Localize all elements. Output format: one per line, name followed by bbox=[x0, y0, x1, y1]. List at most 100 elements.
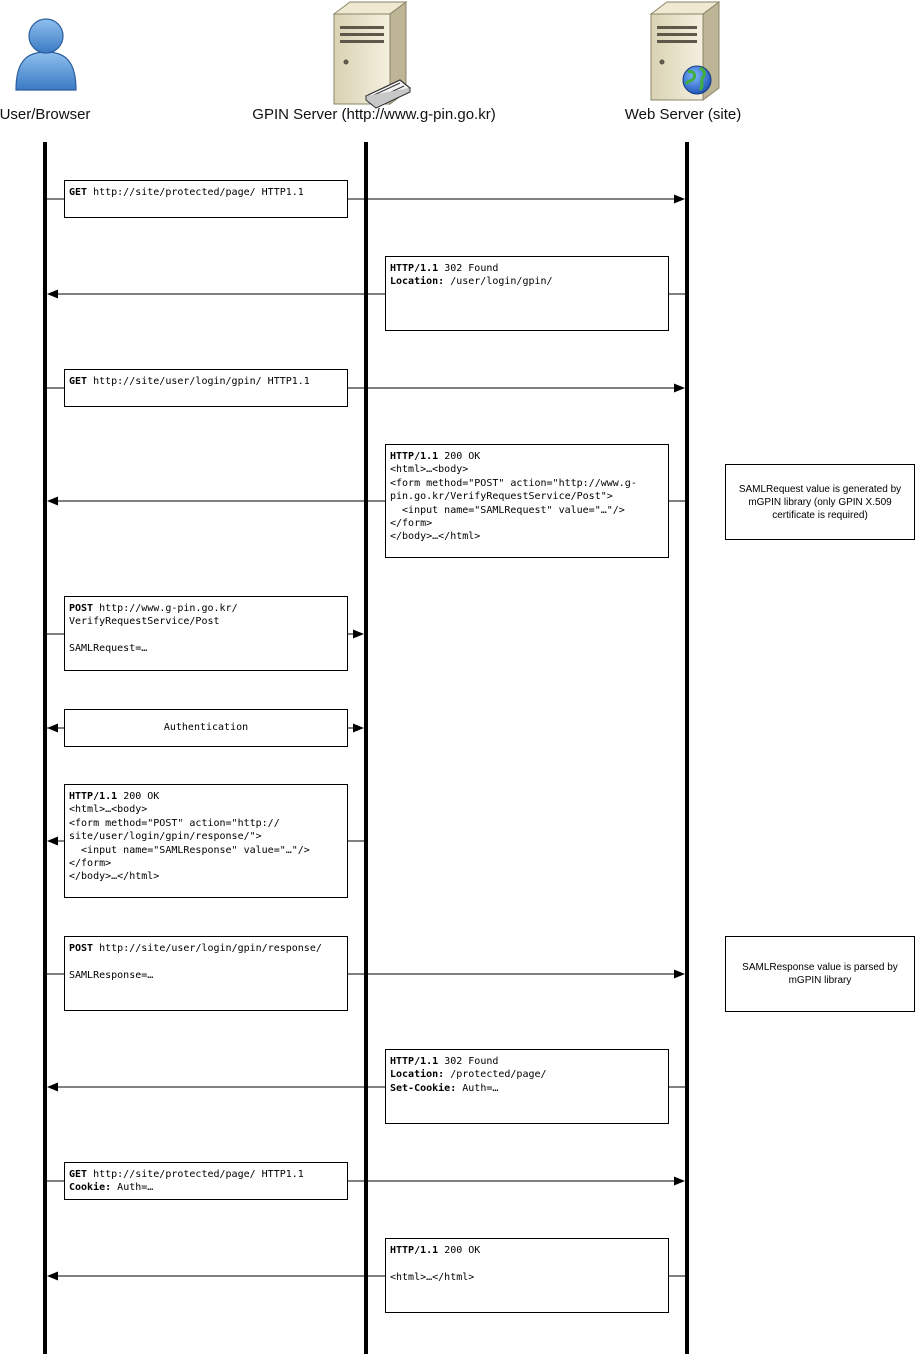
message-line: site/user/login/gpin/response/"> bbox=[69, 830, 343, 843]
message-line: HTTP/1.1 200 OK bbox=[390, 450, 664, 463]
message-text: </form> bbox=[69, 858, 112, 870]
message-box-4: HTTP/1.1 200 OK<html>…<body><form method… bbox=[385, 444, 669, 558]
message-line: GET http://site/protected/page/ HTTP1.1 bbox=[69, 1168, 343, 1181]
message-keyword: Location: bbox=[390, 1069, 445, 1081]
message-line: Location: /protected/page/ bbox=[390, 1068, 664, 1081]
arrowhead-1 bbox=[674, 194, 685, 204]
message-line: </form> bbox=[69, 857, 343, 870]
message-line bbox=[69, 955, 343, 968]
message-line: SAMLResponse=… bbox=[69, 969, 343, 982]
message-line: SAMLRequest=… bbox=[69, 642, 343, 655]
message-keyword: POST bbox=[69, 603, 94, 614]
message-text: http://www.g-pin.go.kr/ bbox=[93, 603, 238, 614]
message-keyword: HTTP/1.1 bbox=[390, 451, 439, 462]
message-box-6: Authentication bbox=[64, 709, 348, 747]
message-text: http://site/protected/page/ HTTP1.1 bbox=[87, 187, 304, 198]
message-text: </body>…</html> bbox=[390, 531, 481, 543]
message-keyword: HTTP/1.1 bbox=[69, 791, 118, 802]
note-saml-response: SAMLResponse value is parsed by mGPIN li… bbox=[725, 936, 915, 1012]
message-keyword: POST bbox=[69, 943, 94, 954]
message-text: </body>…</html> bbox=[69, 871, 160, 883]
arrowhead-3 bbox=[674, 383, 685, 393]
message-line: HTTP/1.1 200 OK bbox=[390, 1244, 664, 1257]
message-line: </form> bbox=[390, 517, 664, 530]
actor-label-gpin-server: GPIN Server (http://www.g-pin.go.kr) bbox=[252, 106, 496, 123]
server-globe-icon bbox=[649, 1, 721, 101]
message-text: 200 OK bbox=[117, 791, 160, 802]
message-text: <html>…<body> bbox=[69, 804, 148, 816]
message-line: GET http://site/protected/page/ HTTP1.1 bbox=[69, 186, 343, 199]
message-text: <input name="SAMLRequest" value="…"/> bbox=[390, 504, 625, 516]
message-box-5: POST http://www.g-pin.go.kr/VerifyReques… bbox=[64, 596, 348, 671]
message-line: HTTP/1.1 302 Found bbox=[390, 262, 664, 275]
message-line: Cookie: Auth=… bbox=[69, 1181, 343, 1194]
message-text: Auth=… bbox=[111, 1182, 154, 1194]
actor-label-web-server: Web Server (site) bbox=[624, 106, 742, 123]
message-text: <input name="SAMLResponse" value="…"/> bbox=[69, 844, 310, 856]
message-box-7: HTTP/1.1 200 OK<html>…<body><form method… bbox=[64, 784, 348, 898]
lifelines bbox=[43, 142, 689, 1354]
arrowhead-4 bbox=[47, 496, 58, 506]
message-line: HTTP/1.1 200 OK bbox=[69, 790, 343, 803]
message-box-1: GET http://site/protected/page/ HTTP1.1 bbox=[64, 180, 348, 218]
message-line: pin.go.kr/VerifyRequestService/Post"> bbox=[390, 490, 664, 503]
message-text: 302 Found bbox=[438, 1056, 499, 1067]
message-text: 302 Found bbox=[438, 263, 499, 274]
message-line: <input name="SAMLResponse" value="…"/> bbox=[69, 844, 343, 857]
message-text: /user/login/gpin/ bbox=[444, 276, 553, 288]
message-text: SAMLRequest=… bbox=[69, 643, 148, 655]
message-text: <form method="POST" action="http://www.g… bbox=[390, 477, 637, 489]
arrowhead-back-6 bbox=[47, 723, 58, 733]
message-keyword: HTTP/1.1 bbox=[390, 263, 439, 274]
message-line: GET http://site/user/login/gpin/ HTTP1.1 bbox=[69, 375, 343, 388]
message-line: <html>…<body> bbox=[69, 803, 343, 816]
message-line: </body>…</html> bbox=[69, 870, 343, 883]
message-text: SAMLResponse=… bbox=[69, 969, 154, 981]
message-line: POST http://site/user/login/gpin/respons… bbox=[69, 942, 343, 955]
arrowhead-8 bbox=[674, 969, 685, 979]
message-keyword: GET bbox=[69, 187, 88, 198]
message-text: /protected/page/ bbox=[444, 1069, 547, 1081]
message-text: <html>…<body> bbox=[390, 464, 469, 476]
arrowhead-5 bbox=[353, 629, 364, 639]
message-line: Authentication bbox=[164, 721, 248, 734]
arrowhead-7 bbox=[47, 836, 58, 846]
message-text: <form method="POST" action="http:// bbox=[69, 817, 280, 829]
actor-label-user-browser: User/Browser bbox=[0, 106, 91, 123]
message-keyword: GET bbox=[69, 1169, 88, 1180]
message-text: http://site/protected/page/ HTTP1.1 bbox=[87, 1169, 304, 1180]
user-icon bbox=[15, 18, 77, 91]
message-line: Location: /user/login/gpin/ bbox=[390, 275, 664, 288]
message-text: <html>…</html> bbox=[390, 1271, 475, 1283]
message-text: pin.go.kr/VerifyRequestService/Post"> bbox=[390, 491, 613, 503]
message-line: <form method="POST" action="http://www.g… bbox=[390, 477, 664, 490]
message-line: Set-Cookie: Auth=… bbox=[390, 1082, 664, 1095]
message-text: VerifyRequestService/Post bbox=[69, 616, 220, 628]
message-text: </form> bbox=[390, 518, 433, 530]
message-line bbox=[69, 629, 343, 642]
arrowhead-2 bbox=[47, 289, 58, 299]
message-line: <input name="SAMLRequest" value="…"/> bbox=[390, 504, 664, 517]
arrowhead-10 bbox=[674, 1176, 685, 1186]
message-text: Auth=… bbox=[456, 1082, 499, 1094]
message-text: Authentication bbox=[163, 722, 249, 734]
message-keyword: HTTP/1.1 bbox=[390, 1245, 439, 1256]
note-saml-request: SAMLRequest value is generated by mGPIN … bbox=[725, 464, 915, 540]
message-line bbox=[390, 1257, 664, 1270]
message-line: VerifyRequestService/Post bbox=[69, 615, 343, 628]
message-keyword: Cookie: bbox=[69, 1182, 112, 1194]
message-text: http://site/user/login/gpin/response/ bbox=[93, 943, 322, 954]
message-line: POST http://www.g-pin.go.kr/ bbox=[69, 602, 343, 615]
message-text: site/user/login/gpin/response/"> bbox=[69, 831, 262, 843]
message-line: <html>…<body> bbox=[390, 463, 664, 476]
message-keyword: Set-Cookie: bbox=[390, 1082, 457, 1094]
message-line: </body>…</html> bbox=[390, 530, 664, 543]
message-keyword: Location: bbox=[390, 276, 445, 288]
server-keyboard-icon bbox=[332, 1, 412, 109]
message-line: <form method="POST" action="http:// bbox=[69, 817, 343, 830]
message-box-11: HTTP/1.1 200 OK <html>…</html> bbox=[385, 1238, 669, 1313]
